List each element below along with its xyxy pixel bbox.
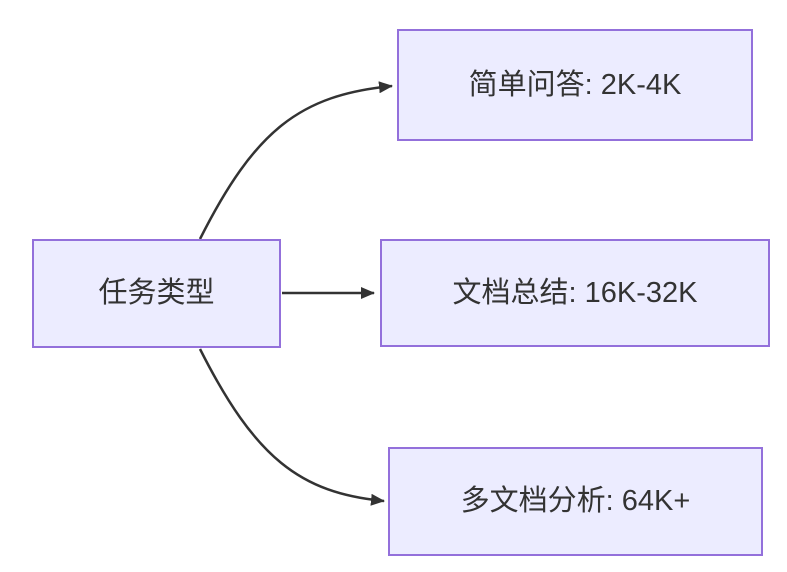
edge-root-to-simple-qa [198, 81, 393, 240]
node-multidoc-analysis: 多文档分析: 64K+ [388, 447, 763, 556]
node-doc-summary: 文档总结: 16K-32K [380, 239, 770, 347]
node-label: 多文档分析: 64K+ [460, 485, 691, 518]
edge-root-to-multidoc-analysis [198, 348, 385, 506]
node-label: 任务类型 [98, 277, 215, 310]
node-simple-qa: 简单问答: 2K-4K [397, 29, 753, 141]
node-task-type: 任务类型 [32, 239, 281, 348]
node-label: 文档总结: 16K-32K [452, 276, 698, 309]
node-label: 简单问答: 2K-4K [468, 68, 682, 101]
